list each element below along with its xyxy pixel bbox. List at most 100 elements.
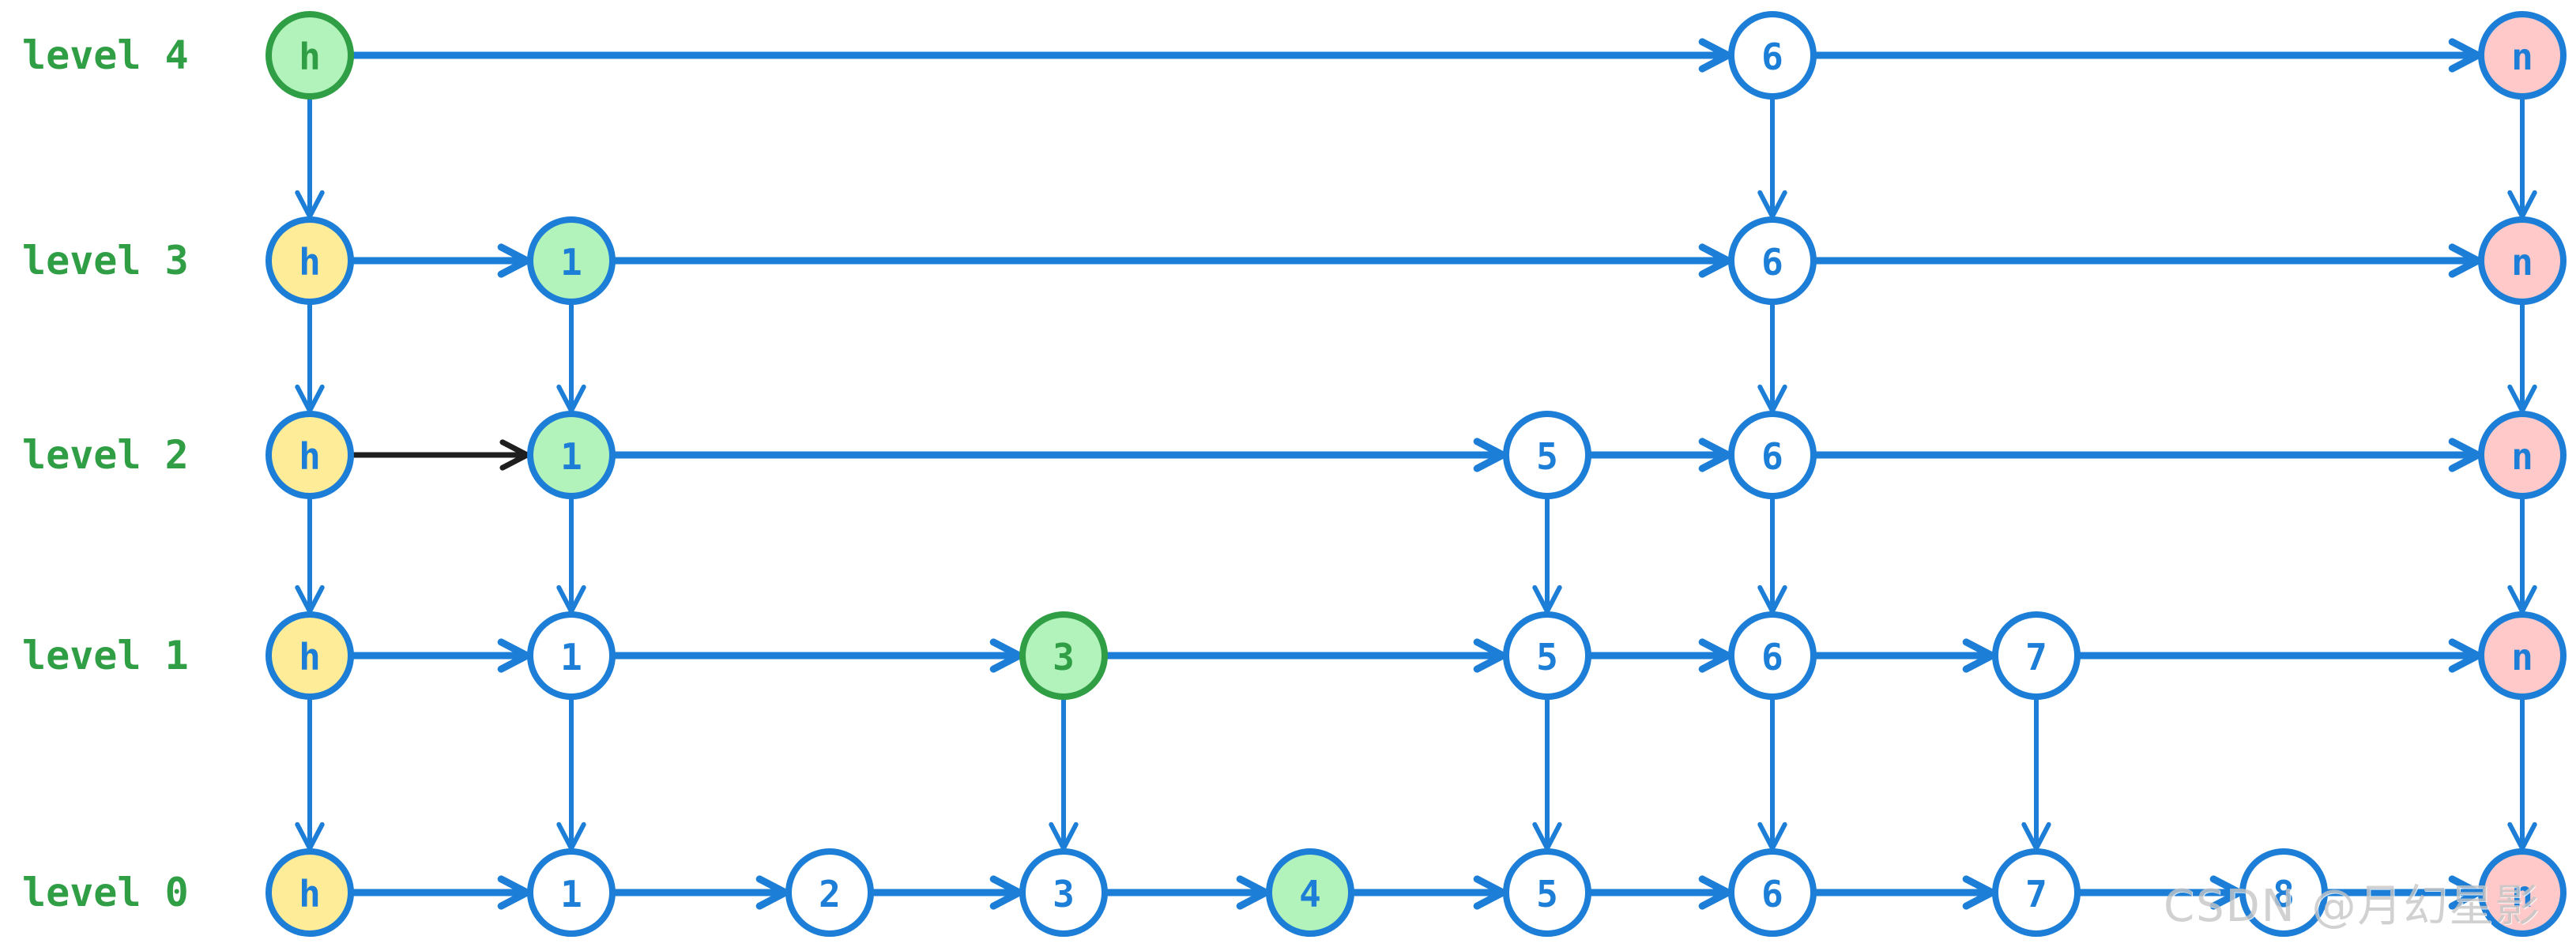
- node-circle-h2: [266, 411, 354, 499]
- edge-n4-n3: [2507, 94, 2537, 219]
- node-6-3: 6: [1728, 216, 1817, 305]
- node-8-0: 8: [2239, 848, 2328, 937]
- edge-5-0-6-0: [1584, 875, 1732, 910]
- node-h4: h: [266, 11, 354, 100]
- level-label-level-2: level 2: [22, 432, 189, 478]
- node-1-0: 1: [527, 848, 616, 937]
- level-label-level-4: level 4: [22, 32, 189, 78]
- node-circle-6-3: [1728, 216, 1817, 305]
- edge-n1-n0: [2507, 694, 2537, 851]
- node-circle-1-2: [527, 411, 616, 499]
- node-7-1: 7: [1992, 611, 2081, 700]
- node-label-1-1: 1: [560, 636, 582, 678]
- edge-1-0-2-0: [608, 875, 789, 910]
- node-circle-h3: [266, 216, 354, 305]
- node-circle-5-2: [1503, 411, 1591, 499]
- edge-3-0-4-0: [1101, 875, 1270, 910]
- node-3-0: 3: [1019, 848, 1108, 937]
- node-label-n0: n: [2511, 873, 2533, 915]
- edge-6-3-6-2: [1757, 299, 1787, 413]
- edge-7-1-n1: [2073, 638, 2482, 673]
- node-label-6-2: 6: [1761, 435, 1783, 478]
- node-7-0: 7: [1992, 848, 2081, 937]
- edge-1-2-1-1: [556, 494, 586, 614]
- edge-5-1-6-1: [1584, 638, 1732, 673]
- edge-1-1-1-0: [556, 694, 586, 851]
- node-label-h2: h: [299, 435, 321, 478]
- edge-h1-1-1: [347, 638, 531, 673]
- node-circle-7-0: [1992, 848, 2081, 937]
- node-h2: h: [266, 411, 354, 499]
- node-circle-n4: [2478, 11, 2567, 100]
- node-h3: h: [266, 216, 354, 305]
- node-label-1-2: 1: [560, 435, 582, 478]
- node-label-1-3: 1: [560, 241, 582, 284]
- node-5-1: 5: [1503, 611, 1591, 700]
- node-label-1-0: 1: [560, 873, 582, 915]
- node-6-1: 6: [1728, 611, 1817, 700]
- node-circle-3-0: [1019, 848, 1108, 937]
- node-label-h0: h: [299, 873, 321, 915]
- edge-6-4-n4: [1810, 38, 2482, 73]
- node-circle-h1: [266, 611, 354, 700]
- edge-h1-h0: [295, 694, 325, 851]
- node-n1: n: [2478, 611, 2567, 700]
- edge-h4-h3: [295, 94, 325, 219]
- node-label-h1: h: [299, 636, 321, 678]
- node-n4: n: [2478, 11, 2567, 100]
- node-circle-6-2: [1728, 411, 1817, 499]
- node-circle-2-0: [785, 848, 874, 937]
- edge-5-1-5-0: [1532, 694, 1562, 851]
- edge-2-0-3-0: [867, 875, 1023, 910]
- edge-6-0-7-0: [1810, 875, 1996, 910]
- edge-h2-1-2: [348, 439, 530, 471]
- node-circle-n3: [2478, 216, 2567, 305]
- edge-h4-6-4: [347, 38, 1732, 73]
- edge-3-1-5-1: [1101, 638, 1507, 673]
- node-h1: h: [266, 611, 354, 700]
- edge-3-1-3-0: [1049, 694, 1079, 851]
- edge-n3-n2: [2507, 299, 2537, 413]
- edge-n2-n1: [2507, 494, 2537, 614]
- edge-5-2-5-1: [1532, 494, 1562, 614]
- node-circle-h4: [266, 11, 354, 100]
- node-h0: h: [266, 848, 354, 937]
- node-circle-1-1: [527, 611, 616, 700]
- node-5-0: 5: [1503, 848, 1591, 937]
- level-label-level-3: level 3: [22, 238, 189, 284]
- node-label-6-3: 6: [1761, 241, 1783, 284]
- node-circle-n1: [2478, 611, 2567, 700]
- node-n2: n: [2478, 411, 2567, 499]
- node-circle-n0: [2478, 848, 2567, 937]
- node-n3: n: [2478, 216, 2567, 305]
- node-circle-5-0: [1503, 848, 1591, 937]
- node-n0: n: [2478, 848, 2567, 937]
- node-label-3-0: 3: [1053, 873, 1075, 915]
- node-circle-7-1: [1992, 611, 2081, 700]
- node-circle-8-0: [2239, 848, 2328, 937]
- node-label-6-4: 6: [1761, 36, 1783, 78]
- level-label-level-0: level 0: [22, 870, 189, 915]
- node-label-n2: n: [2511, 435, 2533, 478]
- node-circle-6-1: [1728, 611, 1817, 700]
- node-circle-n2: [2478, 411, 2567, 499]
- node-6-4: 6: [1728, 11, 1817, 100]
- node-circle-h0: [266, 848, 354, 937]
- node-3-1: 3: [1019, 611, 1108, 700]
- level-label-level-1: level 1: [22, 633, 189, 678]
- edge-h3-h2: [295, 299, 325, 413]
- edge-4-0-5-0: [1347, 875, 1507, 910]
- node-5-2: 5: [1503, 411, 1591, 499]
- node-1-3: 1: [527, 216, 616, 305]
- node-label-4-0: 4: [1299, 873, 1321, 915]
- node-4-0: 4: [1266, 848, 1354, 937]
- node-circle-6-0: [1728, 848, 1817, 937]
- node-label-5-0: 5: [1536, 873, 1558, 915]
- node-circle-5-1: [1503, 611, 1591, 700]
- edge-6-2-n2: [1810, 438, 2482, 472]
- edge-6-2-6-1: [1757, 494, 1787, 614]
- edge-5-2-6-2: [1584, 438, 1732, 472]
- node-label-2-0: 2: [819, 873, 841, 915]
- node-label-3-1: 3: [1053, 636, 1075, 678]
